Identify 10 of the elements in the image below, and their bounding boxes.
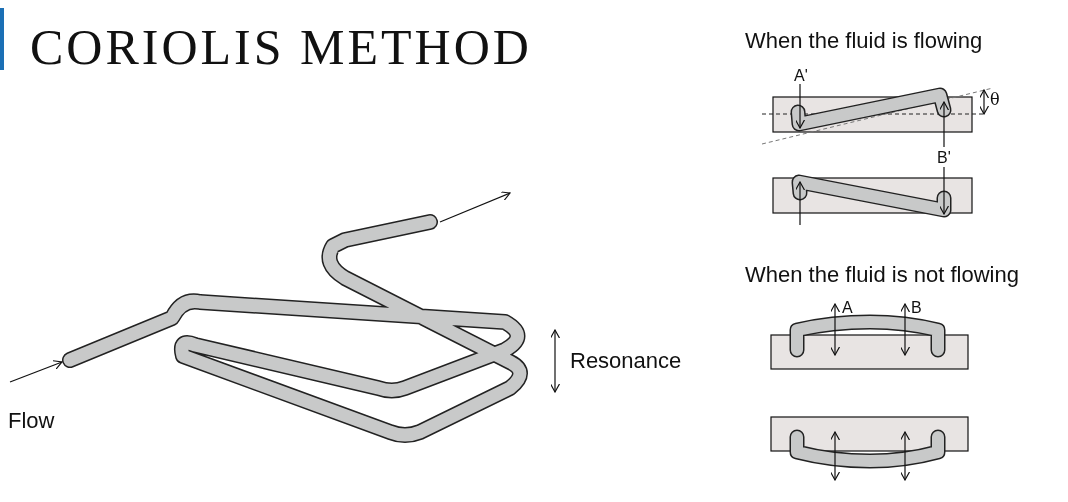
axis-label: Flow xyxy=(8,410,55,432)
title: CORIOLIS METHOD xyxy=(30,22,532,72)
panel-heading: When the fluid is flowing xyxy=(745,30,983,52)
point-label: A xyxy=(842,300,853,316)
point-label: A' xyxy=(794,68,808,84)
panel-heading: When the fluid is not flowing xyxy=(745,264,1019,286)
angle-label: θ xyxy=(990,92,1000,108)
point-label: B' xyxy=(937,150,951,166)
point-label: B xyxy=(911,300,922,316)
axis-label: Resonance xyxy=(570,350,682,372)
